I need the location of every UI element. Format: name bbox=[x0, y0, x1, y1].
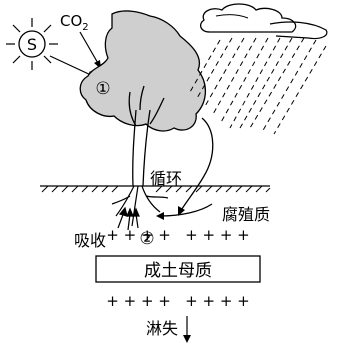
tree-roots bbox=[111, 185, 169, 227]
plus-row-bottom: + + + + + + + + bbox=[106, 292, 249, 310]
cloud-icon bbox=[199, 3, 297, 33]
marker-2: ② bbox=[139, 229, 154, 249]
cycle-arrow bbox=[178, 117, 214, 216]
ground-hatching bbox=[41, 185, 271, 193]
absorb-label: 吸收 bbox=[74, 231, 106, 250]
co2-arrow bbox=[79, 31, 101, 69]
cloud-detail-2 bbox=[215, 14, 249, 19]
sun-label: S bbox=[27, 35, 37, 54]
cycle-label: 循环 bbox=[150, 169, 182, 188]
co2-main: CO bbox=[60, 12, 82, 30]
tree-canopy bbox=[79, 10, 206, 132]
tree-trunk bbox=[128, 85, 165, 187]
parent-material-box bbox=[95, 255, 261, 283]
absorption-arrows bbox=[117, 206, 140, 231]
co2-label: CO2 bbox=[60, 12, 89, 33]
rain-lines bbox=[189, 37, 327, 135]
leaching-label: 淋失 bbox=[146, 319, 178, 338]
parent-material-label: 成土母质 bbox=[144, 261, 212, 281]
co2-subscript: 2 bbox=[82, 22, 88, 33]
marker-1: ① bbox=[95, 79, 110, 99]
sun-icon: S bbox=[6, 18, 58, 70]
leaching-arrow bbox=[183, 316, 191, 343]
plus-row-top: + + + + + + + + bbox=[106, 226, 249, 244]
cloud-detail bbox=[269, 21, 328, 40]
humus-label: 腐殖质 bbox=[222, 205, 270, 224]
humus-arrow bbox=[156, 203, 213, 220]
